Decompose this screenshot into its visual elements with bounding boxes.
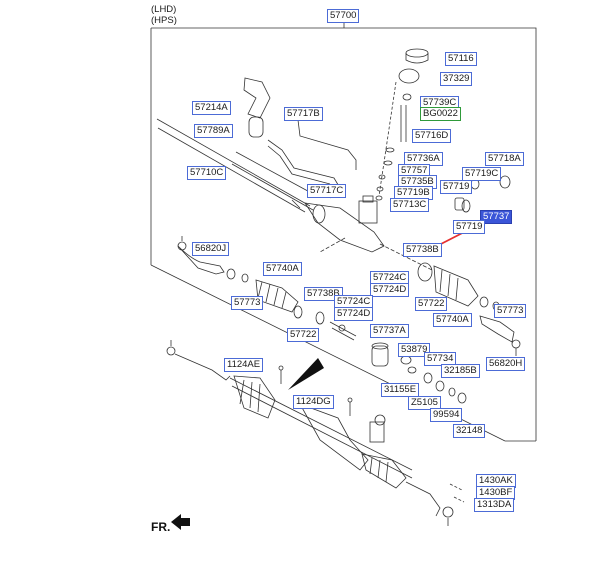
assembly-label-57700[interactable]: 57700 — [327, 9, 360, 23]
inner-tie-rod — [329, 321, 357, 341]
rack-housing — [156, 118, 385, 253]
part-label-1313da[interactable]: 1313DA — [474, 498, 515, 512]
part-label-57716d[interactable]: 57716D — [412, 129, 452, 143]
part-label-32185b[interactable]: 32185B — [441, 364, 480, 378]
part-label-57738ba[interactable]: 57738B — [403, 243, 442, 257]
part-label-31155e[interactable]: 31155E — [381, 383, 420, 397]
part-label-57717c[interactable]: 57717C — [307, 184, 347, 198]
part-label-57214a[interactable]: 57214A — [192, 101, 231, 115]
part-label-57718a[interactable]: 57718A — [485, 152, 524, 166]
part-label-57737a[interactable]: 57737A — [370, 324, 409, 338]
part-label-57734[interactable]: 57734 — [424, 352, 457, 366]
part-label-57773b[interactable]: 57773 — [494, 304, 527, 318]
part-label-57789a[interactable]: 57789A — [194, 124, 233, 138]
part-label-1124dg[interactable]: 1124DG — [293, 395, 334, 409]
assembly-frame — [151, 27, 537, 441]
part-label-57724da[interactable]: 57724D — [370, 283, 410, 297]
part-label-57713c[interactable]: 57713C — [390, 198, 430, 212]
part-label-57740aa[interactable]: 57740A — [263, 262, 302, 276]
yoke-parts — [371, 342, 467, 404]
lower-assembly — [166, 340, 465, 526]
part-label-57722a[interactable]: 57722 — [415, 297, 448, 311]
part-label-57719a[interactable]: 57719 — [440, 180, 473, 194]
header-steering: (HPS) — [151, 15, 177, 26]
header-variant: (LHD) — [151, 4, 177, 15]
part-label-57773a[interactable]: 57773 — [231, 296, 264, 310]
part-label-1124ae[interactable]: 1124AE — [224, 358, 264, 372]
part-label-57738bb[interactable]: 57738B — [304, 287, 343, 301]
part-label-z5105[interactable]: Z5105 — [408, 396, 441, 410]
pinion-stack — [375, 48, 429, 201]
part-label-57724db[interactable]: 57724D — [334, 307, 374, 321]
tie-rod-right — [479, 315, 521, 356]
part-label-57737[interactable]: 57737 — [480, 210, 513, 224]
part-label-57116[interactable]: 57116 — [445, 52, 477, 66]
part-label-32148[interactable]: 32148 — [453, 424, 486, 438]
view-direction-arrow — [288, 358, 324, 390]
part-label-56820j[interactable]: 56820J — [192, 242, 230, 256]
direction-label: FR. — [151, 520, 171, 534]
part-label-bg0022[interactable]: BG0022 — [420, 107, 461, 121]
bracket-57214a — [243, 77, 271, 119]
part-label-99594[interactable]: 99594 — [430, 408, 463, 422]
part-label-57710c[interactable]: 57710C — [187, 166, 227, 180]
tie-rod-left — [177, 236, 249, 283]
part-label-57757[interactable]: 57757 — [398, 164, 431, 178]
part-label-53879[interactable]: 53879 — [398, 343, 431, 357]
part-label-57722b[interactable]: 57722 — [287, 328, 320, 342]
ring-57718a — [499, 175, 511, 189]
part-label-57719b[interactable]: 57719 — [453, 220, 486, 234]
boot-right — [417, 262, 500, 311]
bush-57789a — [248, 116, 264, 138]
fr-arrow-icon — [171, 514, 190, 530]
part-label-57717b[interactable]: 57717B — [284, 107, 323, 121]
part-label-57740ab[interactable]: 57740A — [433, 313, 472, 327]
part-label-37329[interactable]: 37329 — [440, 72, 473, 86]
part-label-56820h[interactable]: 56820H — [486, 357, 526, 371]
seal-57719 — [454, 197, 465, 211]
part-label-57719c[interactable]: 57719C — [462, 167, 502, 181]
